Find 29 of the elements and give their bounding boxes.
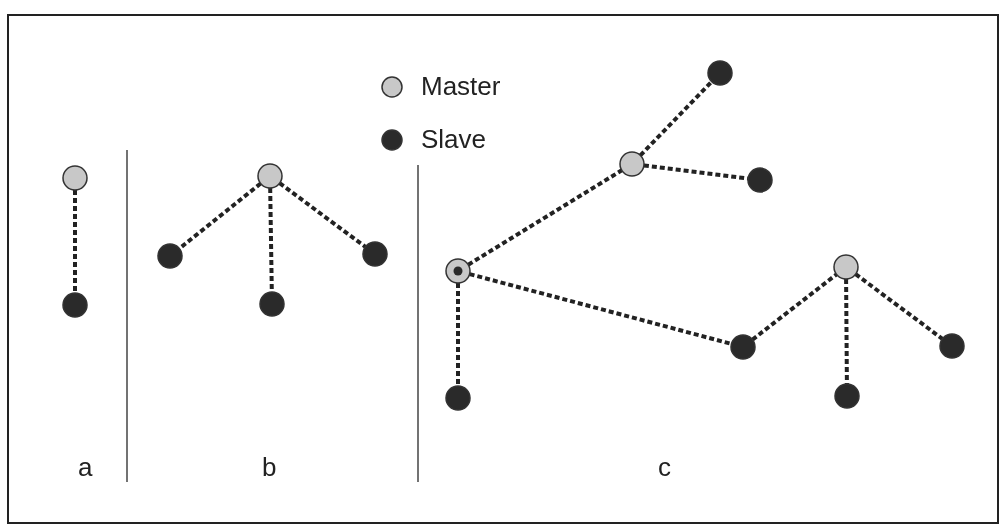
slave-node [157, 243, 183, 269]
slave-node [747, 167, 773, 193]
panel-label: b [262, 452, 277, 483]
bridge-node [445, 258, 471, 284]
slave-node [259, 291, 285, 317]
dashed-link [73, 190, 77, 293]
slave-node [62, 292, 88, 318]
panel-label: c [658, 452, 671, 483]
dashed-link [456, 283, 460, 386]
dashed-link [467, 168, 623, 267]
dashed-link [854, 272, 944, 341]
dashed-link [469, 272, 732, 346]
slave-node [939, 333, 965, 359]
slave-node [834, 383, 860, 409]
master-node [619, 151, 645, 177]
slave-node [445, 385, 471, 411]
dashed-link [278, 181, 367, 249]
slave-node [707, 60, 733, 86]
slave-node [730, 334, 756, 360]
dashed-link [638, 80, 714, 157]
master-node [257, 163, 283, 189]
panel-label: a [78, 452, 93, 483]
legend-label: Master [421, 71, 501, 102]
dashed-link [751, 272, 838, 342]
master-node [833, 254, 859, 280]
dashed-link [178, 181, 262, 251]
master-node [62, 165, 88, 191]
slave-node [362, 241, 388, 267]
legend-label: Slave [421, 124, 487, 155]
